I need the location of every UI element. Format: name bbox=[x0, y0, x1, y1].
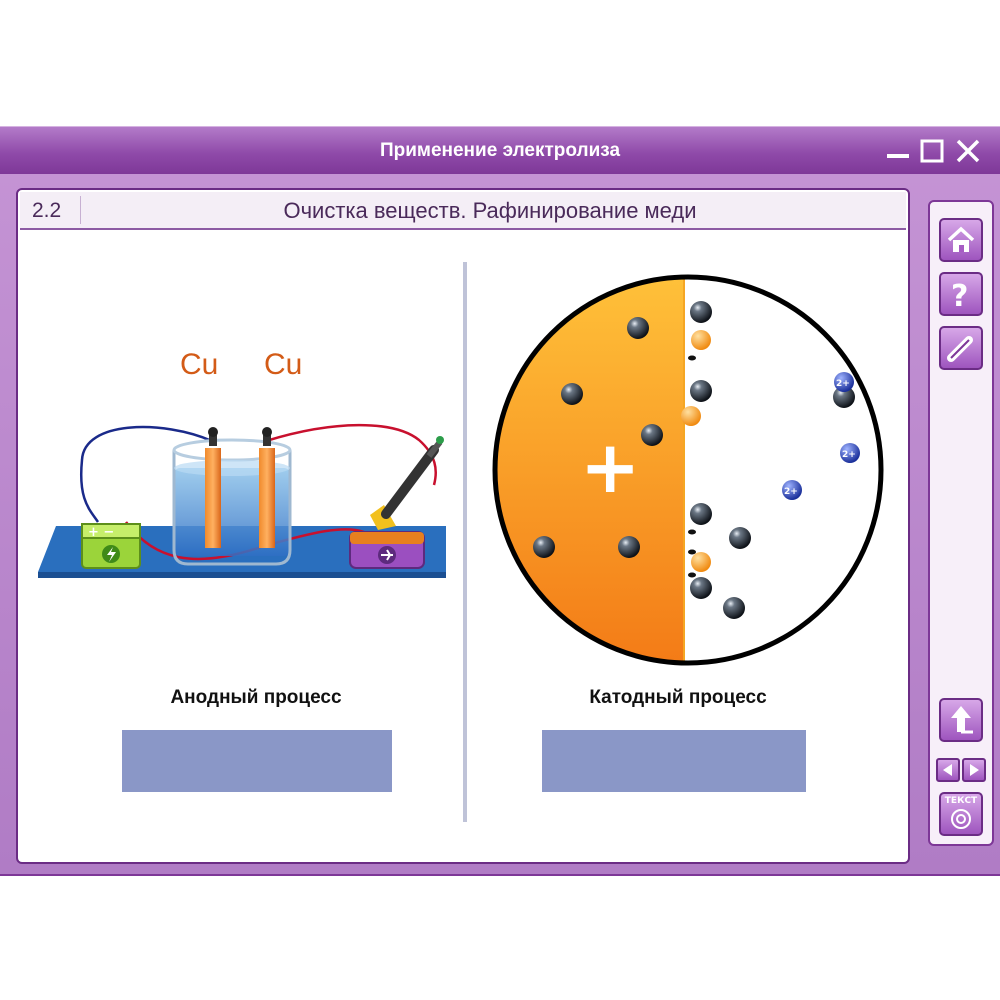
question-icon: ? bbox=[951, 279, 968, 314]
zoom-circle-border bbox=[492, 274, 884, 666]
anode-answer-box[interactable] bbox=[122, 730, 392, 792]
cathode-process-label: Катодный процесс bbox=[589, 687, 767, 708]
help-button[interactable]: ? bbox=[939, 272, 983, 316]
disc-icon bbox=[951, 809, 971, 829]
copper-atoms bbox=[533, 301, 855, 619]
content-panel: 2.2 Очистка веществ. Рафинирование меди bbox=[16, 188, 910, 864]
panel-divider bbox=[463, 262, 467, 822]
ion-charge-label: 2+ bbox=[842, 450, 856, 460]
anode-label: Cu bbox=[180, 348, 218, 381]
up-level-button[interactable] bbox=[939, 698, 983, 742]
arrow-up-icon bbox=[951, 706, 973, 734]
minimize-icon[interactable] bbox=[884, 137, 912, 165]
header-divider bbox=[80, 196, 81, 224]
cathode-label: Cu bbox=[264, 348, 302, 381]
copper-ions-forming bbox=[681, 330, 711, 572]
wire-blue bbox=[79, 425, 213, 523]
sidebar: ? ТЕКСТ bbox=[928, 200, 994, 846]
battery-symbols: + − bbox=[88, 525, 114, 540]
section-header: 2.2 Очистка веществ. Рафинирование меди bbox=[20, 192, 906, 230]
ion-charge-label: 2+ bbox=[836, 379, 850, 389]
close-icon[interactable] bbox=[954, 137, 982, 165]
svg-text:?: ? bbox=[951, 279, 968, 314]
beaker bbox=[172, 450, 292, 566]
prev-button[interactable] bbox=[936, 758, 960, 782]
copper-2plus-ions: 2+ 2+ 2+ bbox=[782, 372, 860, 500]
main-frame: 2.2 Очистка веществ. Рафинирование меди bbox=[0, 174, 1000, 876]
home-icon bbox=[947, 226, 975, 252]
cathode-electrode bbox=[259, 448, 275, 548]
home-button[interactable] bbox=[939, 218, 983, 262]
pencil-icon bbox=[947, 336, 973, 362]
next-button[interactable] bbox=[962, 758, 986, 782]
text-button[interactable]: ТЕКСТ bbox=[939, 792, 983, 836]
text-button-label: ТЕКСТ bbox=[944, 796, 978, 806]
pencil-button[interactable] bbox=[939, 326, 983, 370]
arrow-left-icon bbox=[943, 764, 952, 776]
maximize-icon[interactable] bbox=[918, 137, 946, 165]
anode-process-label: Анодный процесс bbox=[170, 687, 342, 708]
cathode-answer-box[interactable] bbox=[542, 730, 806, 792]
electrons bbox=[688, 355, 696, 578]
anode-plus-sign: + bbox=[580, 425, 640, 509]
process-zoom-view: + bbox=[492, 274, 884, 666]
arrow-right-icon bbox=[970, 764, 979, 776]
section-number: 2.2 bbox=[32, 199, 62, 222]
electrolysis-apparatus: Cu Cu + − bbox=[38, 348, 446, 578]
anode-electrode bbox=[205, 448, 221, 548]
section-subtitle: Очистка веществ. Рафинирование меди bbox=[283, 198, 697, 223]
wire-red-top bbox=[265, 423, 437, 486]
title-bar: Применение электролиза bbox=[0, 126, 1000, 175]
probe-pen bbox=[381, 445, 439, 519]
app-window: Применение электролиза 2.2 Очистка вещес… bbox=[0, 126, 1000, 876]
window-title: Применение электролиза bbox=[379, 140, 621, 161]
ion-charge-label: 2+ bbox=[784, 487, 798, 497]
